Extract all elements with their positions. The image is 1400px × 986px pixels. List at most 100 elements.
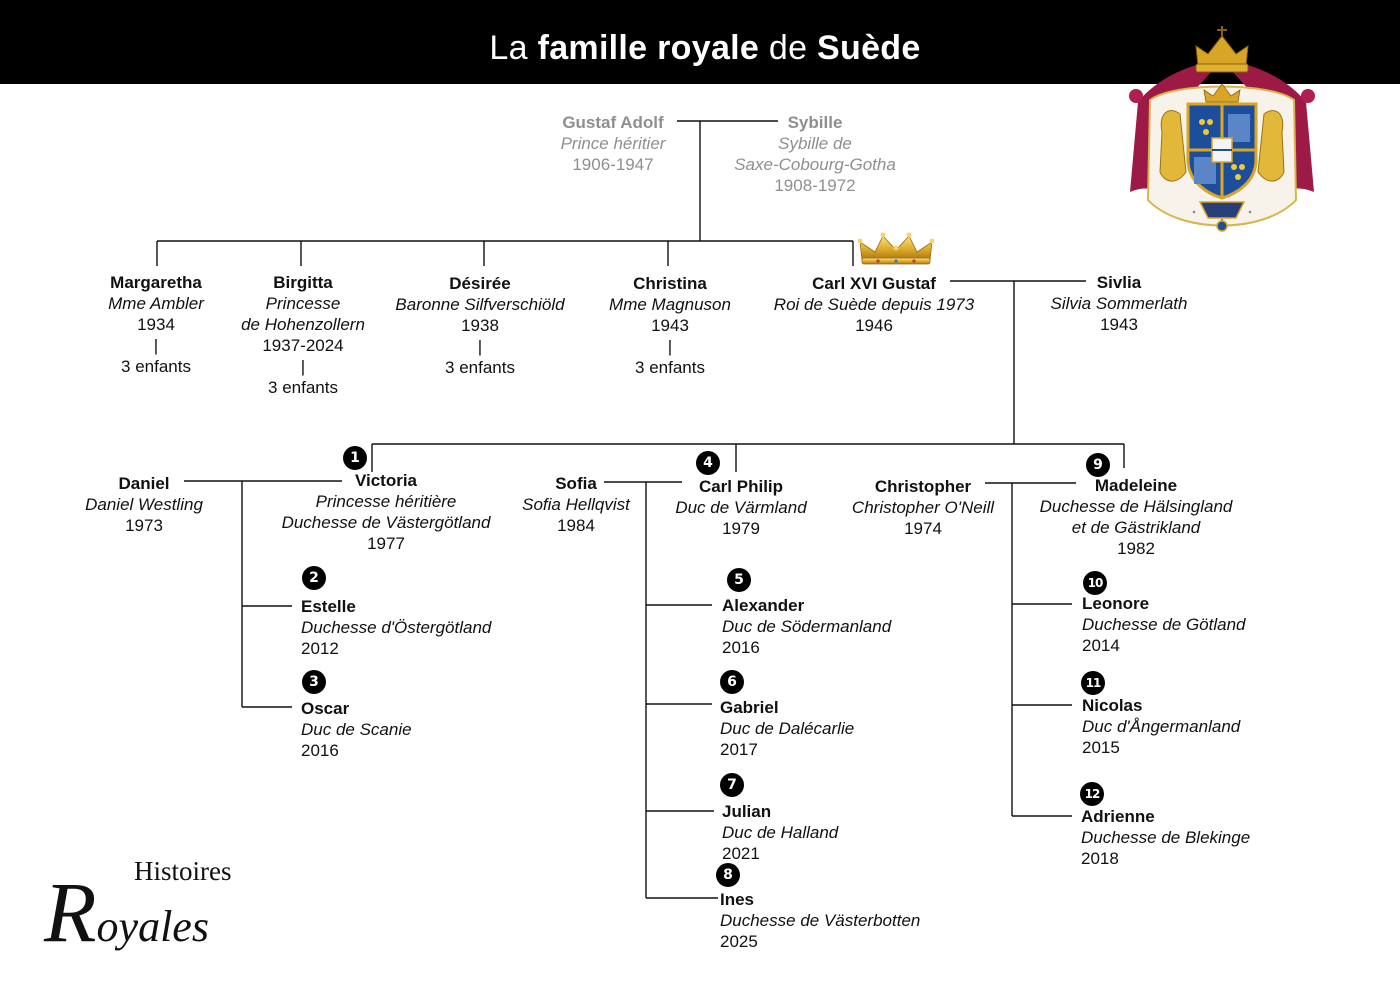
person-years: 1938: [461, 316, 499, 335]
person-title: Duchesse de Blekinge: [1081, 828, 1251, 847]
histoires-royales-logo: Histoires Royales: [44, 838, 274, 960]
person-gabriel: Gabriel Duc de Dalécarlie 2017: [720, 697, 854, 760]
title-bold-1: famille royale: [537, 29, 760, 67]
person-years: 2021: [722, 844, 760, 863]
number-badge: 4: [696, 451, 720, 475]
person-title: de Hohenzollern: [241, 315, 365, 334]
number-badge: 12: [1080, 782, 1104, 806]
person-desiree: Désirée Baronne Silfverschiöld 1938 | 3 …: [395, 273, 564, 378]
page-title: La famille royale de Suède: [0, 26, 1400, 70]
person-years: 1974: [904, 519, 942, 538]
person-years: 2017: [720, 740, 758, 759]
person-years: 2014: [1082, 636, 1120, 655]
title-mid: de: [759, 29, 818, 67]
logo-line-1: Histoires: [134, 856, 232, 886]
person-title: Mme Ambler: [108, 294, 204, 313]
number-badge: 2: [302, 566, 326, 590]
person-years: 1943: [651, 316, 689, 335]
person-alexander: Alexander Duc de Södermanland 2016: [722, 595, 891, 658]
person-silvia: Sivlia Silvia Sommerlath 1943: [1051, 272, 1188, 335]
person-years: 1984: [557, 516, 595, 535]
person-title: Daniel Westling: [85, 495, 203, 514]
person-birgitta: Birgitta Princesse de Hohenzollern 1937-…: [241, 272, 365, 398]
person-name: Margaretha: [110, 273, 202, 292]
children-count: 3 enfants: [445, 358, 515, 377]
person-christopher: Christopher Christopher O'Neill 1974: [852, 476, 994, 539]
person-margaretha: Margaretha Mme Ambler 1934 | 3 enfants: [108, 272, 204, 377]
person-title: Saxe-Cobourg-Gotha: [734, 155, 896, 174]
person-years: 1943: [1100, 315, 1138, 334]
person-estelle: Estelle Duchesse d'Östergötland 2012: [301, 596, 491, 659]
person-title: Duchesse de Hälsingland: [1039, 497, 1233, 516]
person-years: 1934: [137, 315, 175, 334]
person-name: Victoria: [354, 471, 418, 490]
person-years: 1946: [855, 316, 893, 335]
logo-line-2: Royales: [44, 862, 209, 977]
descent-bar: |: [153, 336, 159, 355]
person-title: Duc de Dalécarlie: [720, 719, 855, 738]
person-years: 2016: [301, 741, 339, 760]
children-count: 3 enfants: [635, 358, 705, 377]
person-christina: Christina Mme Magnuson 1943 | 3 enfants: [609, 273, 731, 378]
person-leonore: Leonore Duchesse de Götland 2014: [1082, 593, 1246, 656]
person-name: Carl Philip: [698, 477, 784, 496]
person-name: Christopher: [874, 477, 972, 496]
crown-icon: [858, 232, 934, 265]
person-title: Baronne Silfverschiöld: [395, 295, 565, 314]
person-years: 2016: [722, 638, 760, 657]
person-years: 2018: [1081, 849, 1119, 868]
person-ines: Ines Duchesse de Västerbotten 2025: [720, 889, 920, 952]
person-name: Leonore: [1082, 594, 1150, 613]
person-years: 1908-1972: [774, 176, 856, 195]
person-title: Roi de Suède depuis 1973: [773, 295, 975, 314]
person-title: Princesse: [265, 294, 341, 313]
descent-bar: |: [667, 337, 673, 356]
person-years: 1982: [1117, 539, 1155, 558]
person-title: Mme Magnuson: [609, 295, 731, 314]
logo-initial: R: [44, 864, 97, 960]
person-years: 2012: [301, 639, 339, 658]
number-badge: 10: [1083, 571, 1107, 595]
person-name: Gabriel: [720, 698, 779, 717]
person-name: Christina: [633, 274, 707, 293]
person-name: Désirée: [449, 274, 511, 293]
header-bar: [0, 0, 1400, 84]
person-years: 1979: [722, 519, 760, 538]
descent-bar: |: [477, 337, 483, 356]
number-badge: 11: [1081, 671, 1105, 695]
person-name: Sofia: [555, 474, 597, 493]
person-title: Duchesse d'Östergötland: [301, 618, 492, 637]
person-years: 1937-2024: [262, 336, 344, 355]
person-years: 2015: [1082, 738, 1120, 757]
person-title: Duchesse de Västerbotten: [720, 911, 921, 930]
person-nicolas: Nicolas Duc d'Ångermanland 2015: [1082, 695, 1240, 758]
number-badge: 6: [720, 670, 744, 694]
person-julian: Julian Duc de Halland 2021: [722, 801, 838, 864]
person-years: 1973: [125, 516, 163, 535]
person-gustaf-adolf: Gustaf Adolf Prince héritier 1906-1947: [561, 112, 666, 175]
person-name: Adrienne: [1081, 807, 1155, 826]
person-years: 2025: [720, 932, 758, 951]
person-title: Duc de Halland: [722, 823, 839, 842]
person-name: Sivlia: [1096, 273, 1142, 292]
person-name: Gustaf Adolf: [562, 113, 664, 132]
person-sofia: Sofia Sofia Hellqvist 1984: [522, 473, 630, 536]
person-name: Nicolas: [1082, 696, 1143, 715]
person-title: Sofia Hellqvist: [522, 495, 630, 514]
children-count: 3 enfants: [121, 357, 191, 376]
person-madeleine: Madeleine Duchesse de Hälsingland et de …: [1040, 475, 1233, 559]
person-oscar: Oscar Duc de Scanie 2016: [301, 698, 412, 761]
person-title: Duchesse de Götland: [1082, 615, 1246, 634]
person-name: Alexander: [722, 596, 805, 615]
person-title: Sybille de: [778, 134, 852, 153]
person-name: Ines: [720, 890, 755, 909]
person-carl-philip: Carl Philip Duc de Värmland 1979: [675, 476, 806, 539]
person-title: et de Gästrikland: [1071, 518, 1201, 537]
number-badge: 9: [1086, 453, 1110, 477]
person-name: Carl XVI Gustaf: [812, 274, 936, 293]
person-name: Birgitta: [273, 273, 333, 292]
descent-bar: |: [300, 357, 306, 376]
person-title: Princesse héritière: [315, 492, 457, 511]
number-badge: 1: [343, 446, 367, 470]
